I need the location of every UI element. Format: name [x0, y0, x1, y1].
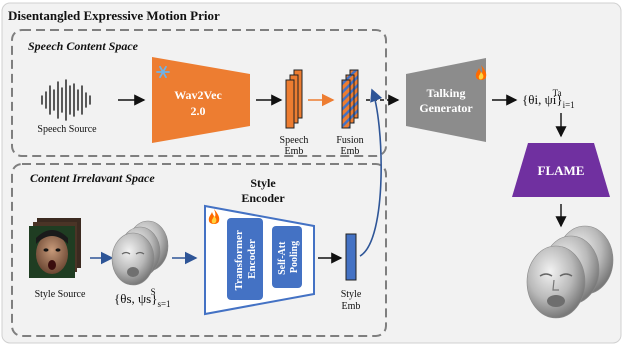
speech-emb-stack — [285, 69, 303, 129]
style-params-range: =1 — [161, 299, 171, 309]
style-encoder-title-2: Encoder — [241, 191, 285, 205]
output-params-main: {θi, ψi} — [522, 92, 563, 107]
speech-content-box — [11, 29, 387, 157]
snowflake-icon — [156, 65, 170, 79]
diagram-title: Disentangled Expressive Motion Prior — [8, 8, 220, 23]
style-head-stack — [111, 220, 169, 286]
self-att-pooling-block — [272, 226, 302, 288]
pooling-label: Self-Att Pooling — [277, 239, 300, 275]
arrow-style-to-fusion — [359, 88, 383, 257]
transformer-label-2: Encoder — [246, 239, 258, 279]
style-source-photo — [29, 218, 81, 278]
generator-label-2: Generator — [419, 101, 473, 115]
speech-emb-label-2: Emb — [285, 146, 304, 157]
style-params-main: {θs, ψs} — [114, 291, 157, 306]
style-content-box — [11, 163, 387, 337]
speech-source-label: Speech Source — [37, 124, 97, 135]
output-params-sub: i — [563, 100, 566, 110]
style-params-sup: S — [151, 287, 156, 297]
style-emb-label-1: Style — [341, 289, 362, 300]
style-encoder-title-1: Style — [250, 176, 276, 190]
generator-label-1: Talking — [427, 86, 466, 100]
style-emb — [345, 233, 357, 281]
pooling-label-2: Pooling — [289, 241, 300, 273]
wav2vec-encoder — [152, 57, 250, 143]
output-head-stack — [526, 225, 614, 319]
pooling-label-1: Self-Att — [277, 241, 288, 275]
wav2vec-label-1: Wav2Vec — [174, 88, 222, 102]
flame-model — [512, 143, 610, 197]
style-source-label: Style Source — [35, 289, 86, 300]
waveform-icon — [41, 79, 91, 121]
fusion-emb-label-1: Fusion — [336, 135, 363, 146]
style-params-sub: s — [157, 299, 161, 309]
style-emb-label-2: Emb — [342, 301, 361, 312]
fusion-emb-stack — [341, 69, 359, 129]
style-section-title: Content Irrelavant Space — [30, 171, 155, 185]
transformer-encoder-block — [227, 218, 263, 300]
fire-icon — [208, 209, 220, 224]
output-params: {θi, ψi}i=1Ta — [522, 88, 575, 110]
transformer-label: Transformer Encoder — [233, 228, 258, 291]
style-params: {θs, ψs}s=1 S — [114, 287, 171, 309]
speech-section-title: Speech Content Space — [28, 39, 139, 53]
speech-emb-label-1: Speech — [280, 135, 309, 146]
talking-generator — [406, 58, 486, 142]
fire-icon — [475, 65, 487, 80]
output-params-range: =1 — [565, 100, 575, 110]
flame-label: FLAME — [538, 163, 585, 178]
transformer-label-1: Transformer — [233, 230, 245, 290]
fusion-emb-label-2: Emb — [341, 146, 360, 157]
wav2vec-label-2: 2.0 — [191, 104, 206, 118]
output-params-sup: Ta — [553, 88, 562, 98]
